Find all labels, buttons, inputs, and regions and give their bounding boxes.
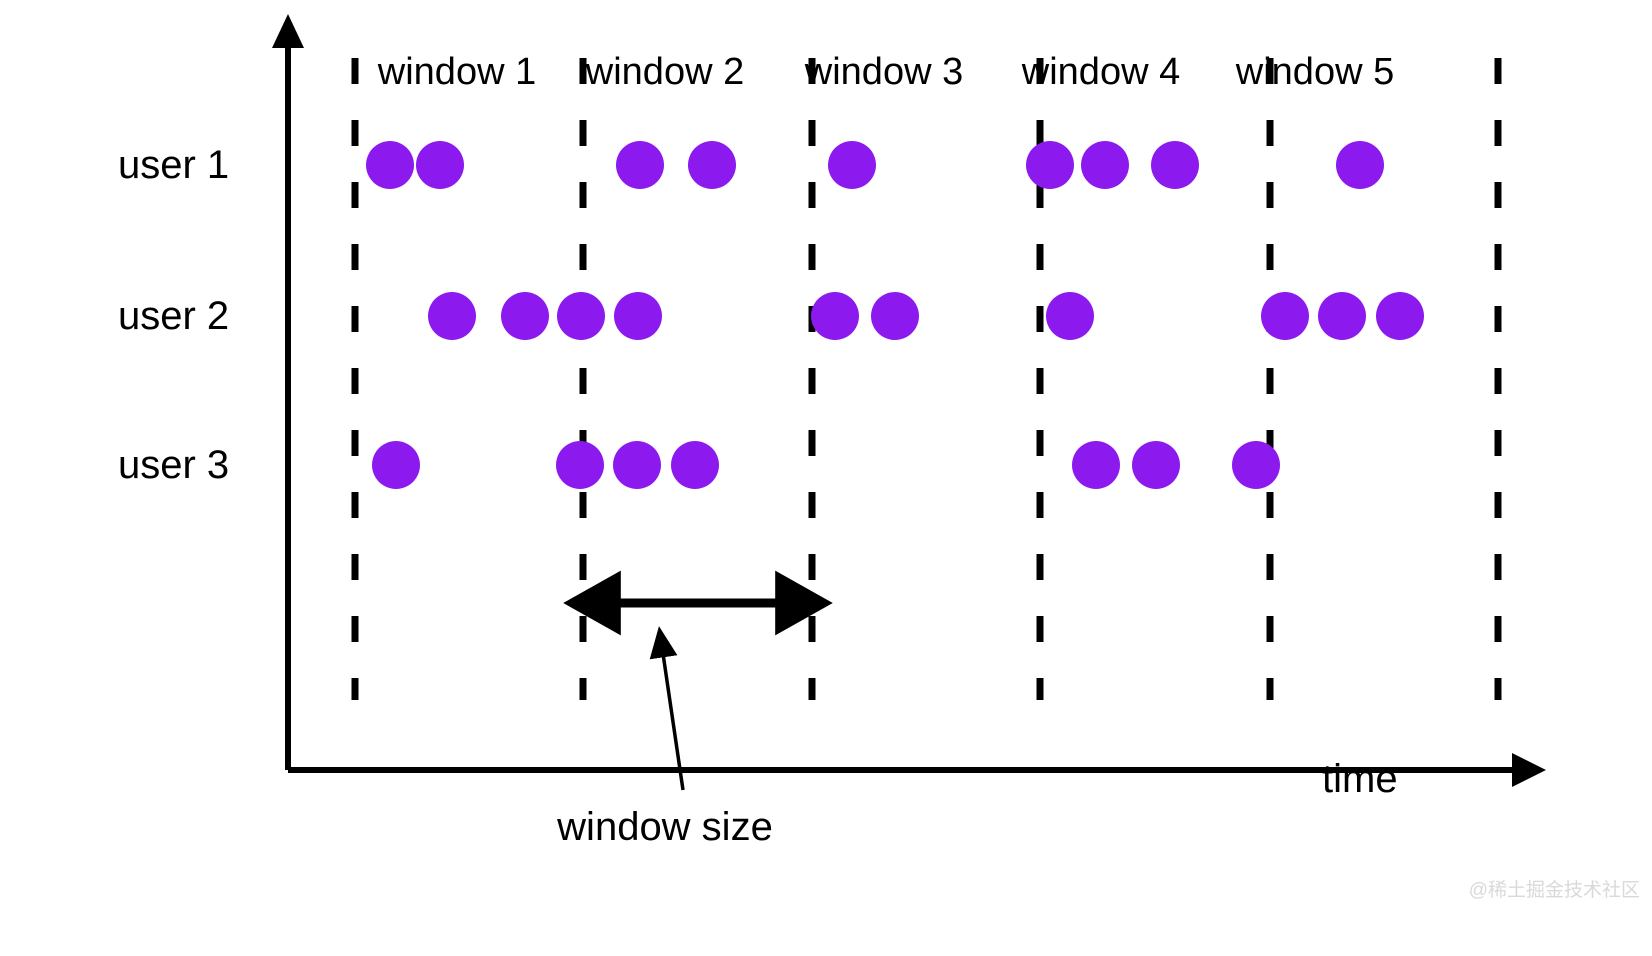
event-dot [372,441,420,489]
row-label-user-2: user 2 [118,294,230,338]
event-dot [366,141,414,189]
event-dot [557,292,605,340]
event-dot [613,441,661,489]
event-dot [688,141,736,189]
event-dot [1151,141,1199,189]
event-dot [1336,141,1384,189]
event-dot [501,292,549,340]
event-dot [1232,441,1280,489]
window-label-4: window 4 [1021,51,1181,93]
window-label-3: window 3 [804,51,964,93]
event-dot [616,141,664,189]
event-dot [556,441,604,489]
event-dot [1261,292,1309,340]
y-axis [272,14,304,770]
event-dot [1318,292,1366,340]
event-dot [1026,141,1074,189]
window-label-2: window 2 [585,51,745,93]
event-dot [1132,441,1180,489]
event-dot [1072,441,1120,489]
window-size-label: window size [557,805,773,849]
event-dot [828,141,876,189]
event-dot [428,292,476,340]
event-dot [871,292,919,340]
event-dot [614,292,662,340]
row-label-user-1: user 1 [118,143,230,187]
event-dot [416,141,464,189]
window-size-pointer-line [649,626,685,791]
window-label-1: window 1 [377,51,537,93]
x-axis [288,753,1546,787]
event-dot [1046,292,1094,340]
window-boundary-lines [351,58,1502,700]
event-dot [811,292,859,340]
event-dot [1376,292,1424,340]
event-dot [671,441,719,489]
event-dot [1081,141,1129,189]
watermark: @稀土掘金技术社区 [1468,880,1640,901]
window-label-5: window 5 [1235,51,1395,93]
row-label-user-3: user 3 [118,443,230,487]
x-axis-label-time: time [1322,757,1398,801]
